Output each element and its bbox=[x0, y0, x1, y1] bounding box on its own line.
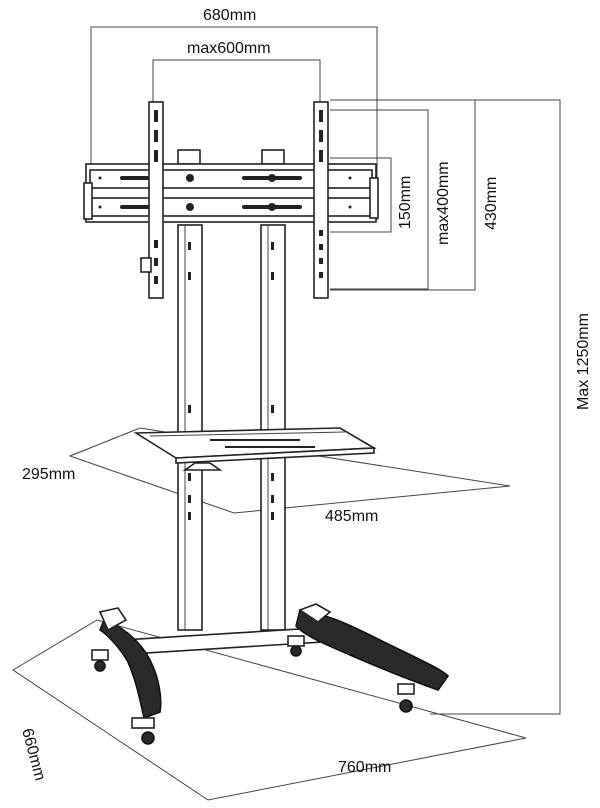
base-depth-label: 660mm bbox=[18, 727, 48, 783]
vesa-vertical-max-label: max400mm bbox=[435, 161, 452, 245]
vesa-horizontal-guide bbox=[152, 59, 321, 110]
shelf bbox=[133, 427, 377, 471]
total-height-guide bbox=[330, 99, 561, 715]
base bbox=[91, 603, 450, 745]
base-plane-guide bbox=[12, 619, 527, 801]
mount-width-label: 680mm bbox=[203, 7, 256, 24]
vesa-vertical-min-label: 150mm bbox=[397, 176, 414, 229]
vesa-horizontal-label: max600mm bbox=[187, 40, 271, 57]
vesa-arms bbox=[140, 101, 329, 299]
vesa-vertical-max-guide bbox=[330, 109, 429, 290]
total-height-label: Max 1250mm bbox=[575, 313, 592, 410]
shelf-width-label: 485mm bbox=[325, 508, 378, 525]
mount-height-label: 430mm bbox=[483, 177, 500, 230]
mount-rails bbox=[83, 149, 379, 223]
shelf-depth-label: 295mm bbox=[22, 466, 75, 483]
base-width-label: 760mm bbox=[338, 759, 391, 776]
columns bbox=[177, 224, 286, 631]
mount-width-guide bbox=[90, 26, 378, 220]
vesa-vertical-min-guide bbox=[330, 157, 392, 233]
